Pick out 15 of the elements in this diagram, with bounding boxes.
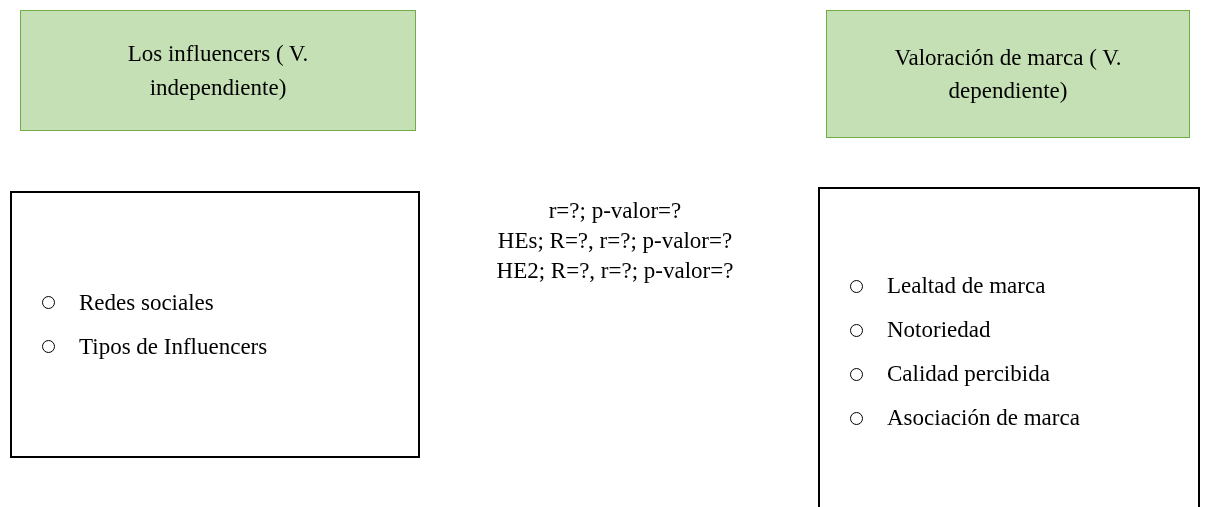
list-item: Calidad percibida (887, 361, 1050, 387)
indicator-box (818, 187, 1200, 507)
list-item: Tipos de Influencers (79, 333, 268, 360)
statistic-note: HEs; R=?, r=?; p-valor=? (496, 226, 734, 255)
statistic-note: HE2; R=?, r=?; p-valor=? (495, 256, 735, 285)
indicator-box (10, 191, 420, 458)
list-item: Asociación de marca (887, 405, 1080, 431)
list-item: Redes sociales (79, 289, 214, 316)
variable-box (20, 10, 416, 131)
statistic-note: r=?; p-valor=? (547, 197, 683, 225)
box-title: Los influencers ( V. independiente) (126, 40, 310, 102)
list-item: Lealtad de marca (887, 273, 1046, 299)
box-title: Valoración de marca ( V. dependiente) (893, 43, 1123, 105)
variable-box (826, 10, 1190, 138)
list-item: Notoriedad (887, 317, 991, 343)
